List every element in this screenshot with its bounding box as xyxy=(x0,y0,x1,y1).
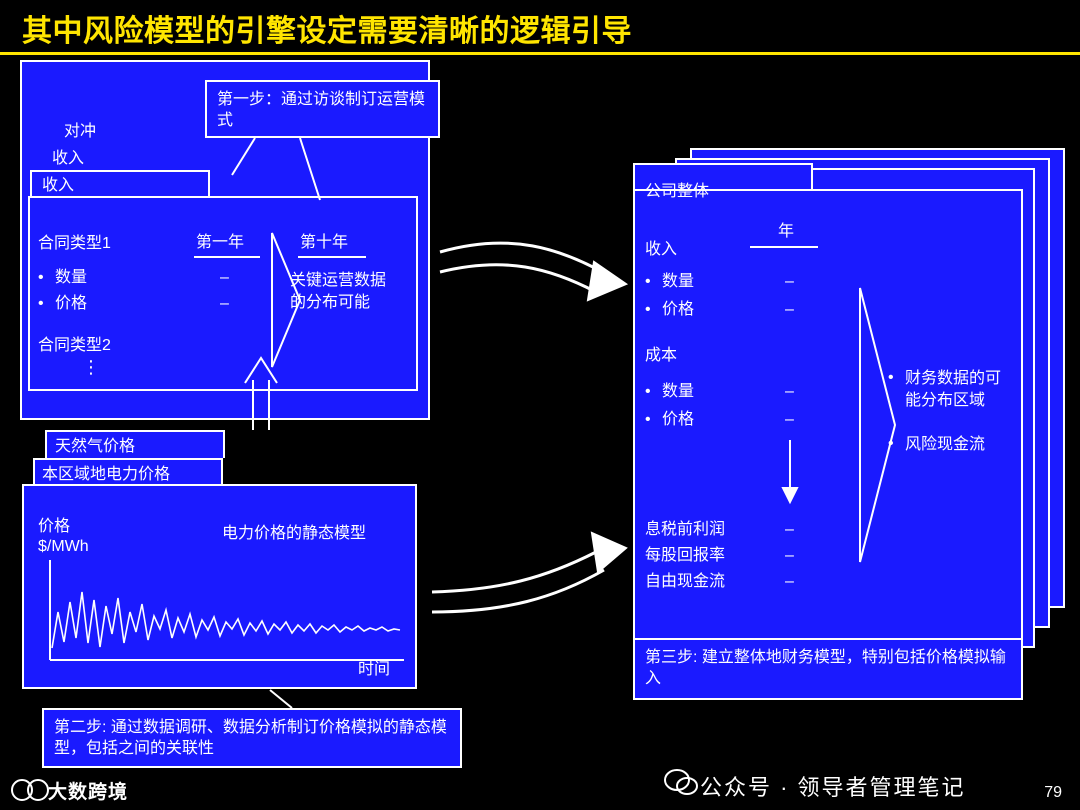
left-bottom-tab1-label: 天然气价格 xyxy=(55,438,136,455)
left-top-bullet-2-dash: – xyxy=(220,295,229,312)
left-bottom-tab2-label: 本区域地电力价格 xyxy=(42,466,171,483)
arrow-bottom-to-right-head xyxy=(590,531,628,574)
step1-callout: 第一步：通过访谈制订运营模式 xyxy=(205,80,440,138)
right-section2-bullet-2-label: 价格 xyxy=(662,411,695,428)
right-section1-bullet-2-dash: – xyxy=(785,301,794,318)
arrow-top-to-right-head xyxy=(586,260,629,302)
left-bottom-folder-tab-1 xyxy=(45,430,225,458)
step3-callout: 第三步: 建立整体地财务模型，特别包括价格模拟输入 xyxy=(633,638,1023,700)
right-result-3: 自由现金流 xyxy=(645,573,726,590)
right-section2-bullet-1: • xyxy=(645,383,651,400)
left-top-tab3-label: 收入 xyxy=(42,177,75,194)
left-bottom-x-axis-label: 时间 xyxy=(358,661,391,678)
left-top-row-header-2: 合同类型2 xyxy=(38,337,111,354)
left-top-bullet-2: • xyxy=(38,295,44,312)
title-divider xyxy=(0,52,1080,55)
left-top-col-header-2: 第十年 xyxy=(300,234,349,251)
right-section2-bullet-1-label: 数量 xyxy=(662,383,695,400)
step2-leader-line xyxy=(269,689,293,709)
left-bottom-y-axis-label: 价格 $/MWh xyxy=(38,518,89,555)
left-bottom-folder-tab-2 xyxy=(33,458,223,486)
wechat-icon xyxy=(664,769,698,795)
page-title: 其中风险模型的引擎设定需要清晰的逻辑引导 xyxy=(22,15,632,48)
left-top-bullet-2-label: 价格 xyxy=(55,295,88,312)
logo-text: 大数跨境 xyxy=(48,782,129,803)
left-top-bullet-1-dash: – xyxy=(220,269,229,286)
left-top-tab1-label: 对冲 xyxy=(64,123,97,140)
right-result-1-dash: – xyxy=(785,521,794,538)
arrow-bottom-to-right xyxy=(431,550,605,614)
right-folder-year-underline xyxy=(750,246,818,248)
right-section2-bullet-2-dash: – xyxy=(785,411,794,428)
right-section2-bullet-1-dash: – xyxy=(785,383,794,400)
right-note-bullet-2-label: 风险现金流 xyxy=(905,436,986,453)
left-top-col-header-2-underline xyxy=(298,256,366,258)
right-folder-tab-label: 公司整体 xyxy=(645,183,710,200)
left-top-folder-tab-3 xyxy=(30,170,210,198)
right-section1-bullet-1-label: 数量 xyxy=(662,273,695,290)
left-bottom-chart-title: 电力价格的静态模型 xyxy=(222,525,367,542)
right-section2-bullet-2: • xyxy=(645,411,651,428)
left-top-tab2-label: 收入 xyxy=(52,150,85,167)
right-section1-title: 收入 xyxy=(645,241,678,258)
right-result-2: 每股回报率 xyxy=(645,547,726,564)
right-section2-title: 成本 xyxy=(645,347,678,364)
right-section1-bullet-1-dash: – xyxy=(785,273,794,290)
page-number: 79 xyxy=(1044,784,1062,801)
right-section1-bullet-2-label: 价格 xyxy=(662,301,695,318)
arrow-top-to-right xyxy=(439,241,609,294)
right-result-2-dash: – xyxy=(785,547,794,564)
right-note-bullet-1: • xyxy=(888,369,894,386)
step2-callout: 第二步: 通过数据调研、数据分析制订价格模拟的静态模型，包括之间的关联性 xyxy=(42,708,462,768)
left-top-note: 关键运营数据的分布可能 xyxy=(290,272,387,311)
watermark-text: 公众号 · 领导者管理笔记 xyxy=(700,775,966,800)
right-section1-bullet-1: • xyxy=(645,273,651,290)
right-section1-bullet-2: • xyxy=(645,301,651,318)
right-result-3-dash: – xyxy=(785,573,794,590)
logo-icon xyxy=(11,779,49,801)
left-top-bullet-1: • xyxy=(38,269,44,286)
left-top-vertical-dots: ⋮ xyxy=(82,357,100,377)
right-folder-tab xyxy=(633,163,813,191)
left-top-folder-inner xyxy=(28,196,418,391)
right-note-bullet-2: • xyxy=(888,435,894,452)
right-folder-year-header: 年 xyxy=(778,223,795,240)
left-top-col-header-1-underline xyxy=(194,256,260,258)
right-folder-body xyxy=(633,189,1023,664)
right-result-1: 息税前利润 xyxy=(645,521,726,538)
left-bottom-folder-body xyxy=(22,484,417,689)
left-top-bullet-1-label: 数量 xyxy=(55,269,88,286)
right-note-bullet-1-label: 财务数据的可能分布区域 xyxy=(905,370,1002,409)
left-top-col-header-1: 第一年 xyxy=(196,234,245,251)
left-top-row-header-1: 合同类型1 xyxy=(38,235,111,252)
